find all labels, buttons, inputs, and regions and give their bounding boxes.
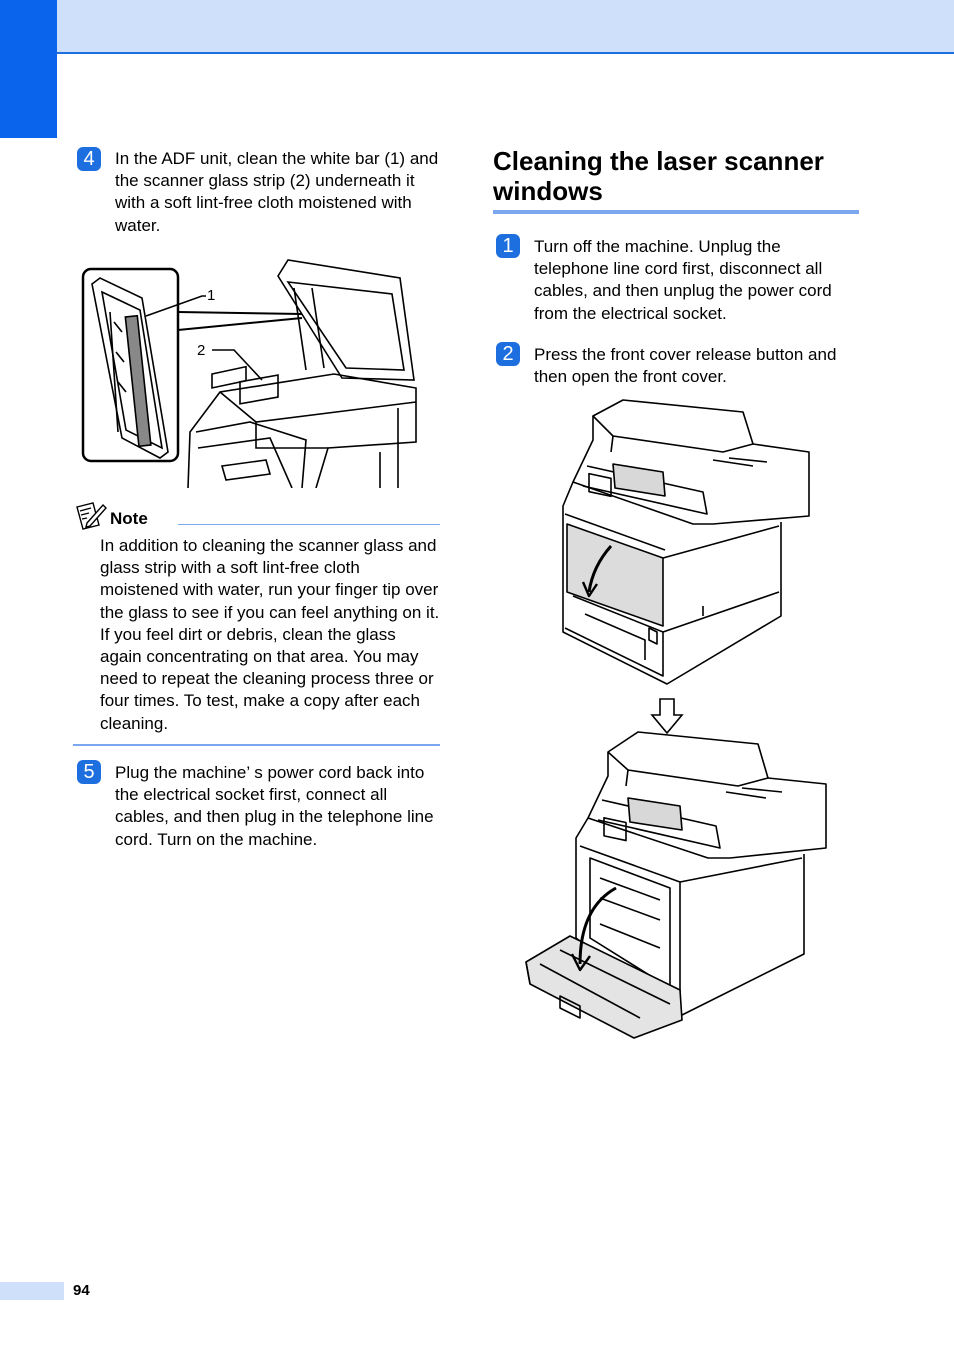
step-number-2: 2 [496,342,520,366]
note-title: Note [110,509,148,528]
step-2-text: Press the front cover release button and… [534,345,837,387]
note-top-rule [178,524,440,525]
step-number-1: 1 [496,234,520,258]
step-4-text: In the ADF unit, clean the white bar (1)… [115,149,439,235]
adf-cleaning-illustration: 1 2 [81,259,417,488]
step-number-4: 4 [77,147,101,171]
heading-rule [493,210,859,214]
footer-tab [0,1282,64,1300]
chapter-tab [0,0,57,138]
step-5-text: Plug the machine’ s power cord back into… [115,763,434,849]
note-pencil-icon [76,502,107,530]
note-body: In addition to cleaning the scanner glas… [100,536,440,733]
callout-2: 2 [197,342,205,359]
step-1-text: Turn off the machine. Unplug the telepho… [534,237,832,323]
printer-open-illustration [525,731,827,1039]
header-band [0,0,954,54]
section-heading: Cleaning the laser scanner windows [493,146,824,206]
inset-box [81,267,180,463]
callout-1: 1 [207,287,215,304]
printer-closed-illustration [562,399,810,685]
page-number: 94 [73,1282,90,1299]
step-number-5: 5 [77,760,101,784]
down-arrow-icon [650,698,684,735]
note-bottom-rule [73,744,440,746]
